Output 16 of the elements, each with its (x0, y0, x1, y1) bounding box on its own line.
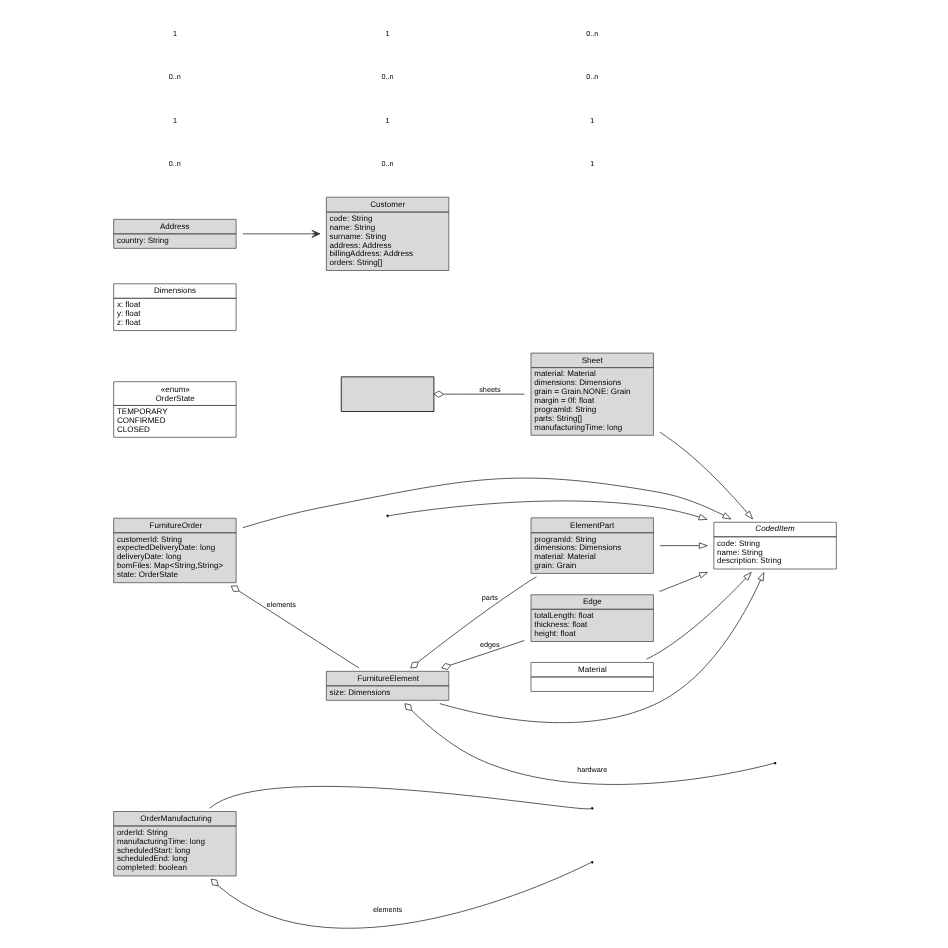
connector (229, 585, 359, 669)
arrow (658, 571, 707, 592)
connector (432, 390, 524, 398)
arrow (241, 229, 320, 238)
node-box (339, 376, 434, 412)
arrow (438, 572, 764, 724)
connector (440, 640, 524, 670)
arrow (645, 572, 751, 660)
arrow (241, 477, 731, 529)
connector (410, 710, 774, 785)
connector (216, 861, 591, 929)
connector (208, 786, 591, 810)
arrow (658, 542, 707, 549)
arrow (387, 500, 707, 521)
arrow (658, 431, 753, 520)
connector (409, 576, 536, 669)
